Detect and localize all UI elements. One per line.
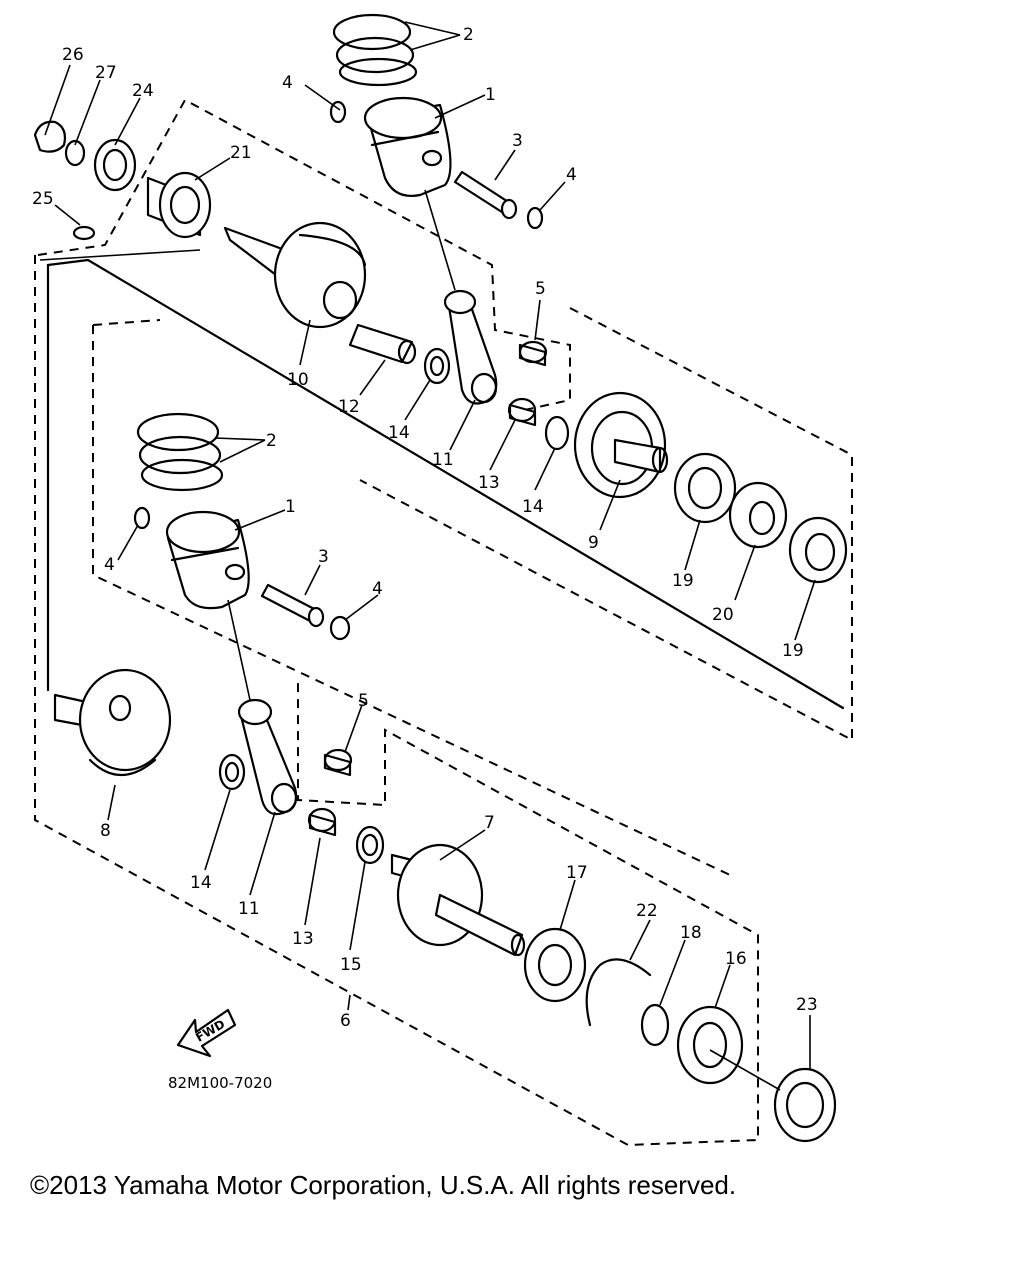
callout-19: 19 [672,571,694,591]
callout-9: 9 [588,533,599,553]
callout-27: 27 [95,63,117,83]
callout-3: 3 [318,547,329,567]
callout-14: 14 [388,423,410,443]
upper-crank-web-10 [223,221,367,329]
callout-24: 24 [132,81,154,101]
callout-1: 1 [485,85,496,105]
callout-25: 25 [32,189,54,209]
callout-4: 4 [372,579,383,599]
callout-7: 7 [484,813,495,833]
upper-bearing-21 [146,171,212,239]
callout-14: 14 [522,497,544,517]
lower-seal-23 [709,1049,837,1143]
lower-crank-web-7 [390,843,526,957]
callout-19: 19 [782,641,804,661]
copyright-notice: ©2013 Yamaha Motor Corporation, U.S.A. A… [30,1170,737,1200]
upper-piston [363,96,452,197]
upper-washer-14 [423,347,451,385]
callout-22: 22 [636,901,658,921]
callout-leaders [44,21,816,1070]
lower-piston-rings [136,412,224,492]
callout-13: 13 [292,929,314,949]
upper-crank-web-9 [573,391,669,499]
forward-arrow-icon: FWD [176,1008,237,1058]
upper-crank-pin-12 [348,323,417,365]
assembly-boundary [34,98,853,1147]
lower-crank-web-8 [53,668,172,776]
callout-1: 1 [285,497,296,517]
upper-conrod-11 [424,189,498,405]
shaft-boundary-lines [39,249,845,710]
upper-clips [329,100,544,230]
callout-11: 11 [432,450,454,470]
callout-6: 6 [340,1011,351,1031]
callout-8: 8 [100,821,111,841]
lower-bearings-17-22-18-16 [523,927,744,1085]
upper-piston-rings [332,13,418,87]
upper-seal-parts [33,120,137,241]
callout-16: 16 [725,949,747,969]
callout-3: 3 [512,131,523,151]
callout-21: 21 [230,143,252,163]
lower-bearings-5-13-15 [307,748,385,865]
callouts: 2 1 4 3 4 26 27 24 21 25 5 10 12 14 11 1… [32,25,818,1031]
callout-2: 2 [463,25,474,45]
upper-piston-pin [453,170,518,220]
callout-4: 4 [566,165,577,185]
lower-clips [133,506,351,641]
callout-14: 14 [190,873,212,893]
callout-17: 17 [566,863,588,883]
callout-12: 12 [338,397,360,417]
diagram-code: 82M100-7020 [168,1074,272,1092]
callout-2: 2 [266,431,277,451]
callout-5: 5 [535,279,546,299]
callout-15: 15 [340,955,362,975]
callout-20: 20 [712,605,734,625]
callout-18: 18 [680,923,702,943]
callout-5: 5 [358,691,369,711]
callout-4: 4 [104,555,115,575]
callout-26: 26 [62,45,84,65]
callout-4: 4 [282,73,293,93]
callout-23: 23 [796,995,818,1015]
lower-piston-pin [260,583,325,628]
upper-bearings-19-20 [673,452,848,584]
callout-10: 10 [287,370,309,390]
callout-11: 11 [238,899,260,919]
lower-washer-14 [218,753,246,791]
callout-13: 13 [478,473,500,493]
upper-bearings-5-13 [507,340,570,451]
lower-piston [165,510,250,610]
lower-conrod-11 [227,599,298,816]
